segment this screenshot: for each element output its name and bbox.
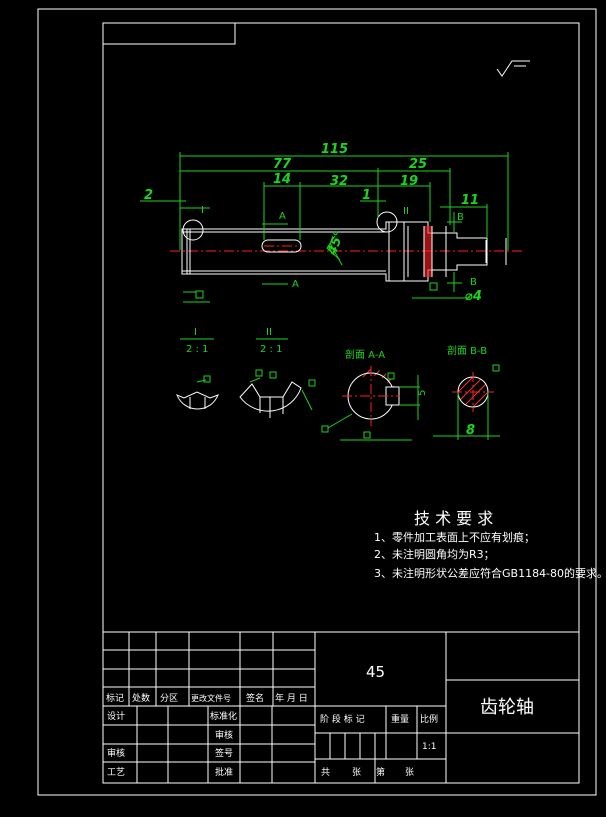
svg-text:2 : 1: 2 : 1 xyxy=(260,344,282,355)
sheet-num-label: 第 xyxy=(376,766,385,778)
dim-11: 11 xyxy=(461,193,479,208)
svg-text:剖面 A-A: 剖面 A-A xyxy=(345,348,385,361)
dim-115: 115 xyxy=(321,142,348,157)
svg-text:剖面 B-B: 剖面 B-B xyxy=(447,344,487,357)
dim-2: 2 xyxy=(144,188,153,203)
marker-section-A-top: A xyxy=(279,211,286,222)
section-view-A-A: 剖面 A-A 5 xyxy=(321,348,428,441)
tech-req-item-3: 3、未注明形状公差应符合GB1184-80的要求。 xyxy=(374,566,606,580)
label-signno: 签号 xyxy=(215,747,233,759)
marker-section-A-bottom: A xyxy=(292,279,299,290)
marker-section-B-bottom: B xyxy=(470,277,477,288)
shaft-main-view xyxy=(170,211,522,282)
dim-angle-45: 45° xyxy=(325,229,348,258)
role-design: 设计 xyxy=(107,710,125,722)
label-standardization: 标准化 xyxy=(210,710,237,722)
label-approve: 批准 xyxy=(215,766,233,778)
sheet-unit2-label: 张 xyxy=(405,767,414,778)
dimension-lines xyxy=(140,152,509,299)
role-process: 工艺 xyxy=(107,767,125,778)
material-value: 45 xyxy=(366,663,385,681)
sheet-unit-label: 张 xyxy=(352,767,361,778)
surface-roughness-icon xyxy=(496,60,530,77)
part-name: 齿轮轴 xyxy=(480,697,534,718)
dim-1: 1 xyxy=(362,188,371,203)
role-review: 审核 xyxy=(107,747,125,759)
marker-detail-I: I xyxy=(201,205,204,216)
marker-section-B-top: B xyxy=(457,212,464,223)
detail-view-I: I 2 : 1 xyxy=(176,327,219,410)
dim-diameter-4: ⌀4 xyxy=(465,289,482,304)
dim-25: 25 xyxy=(409,157,427,172)
dim-8: 8 xyxy=(466,423,475,438)
marker-detail-II: II xyxy=(403,206,409,217)
svg-text:2 : 1: 2 : 1 xyxy=(186,344,208,355)
dim-5: 5 xyxy=(417,390,428,396)
rev-header-sign: 签名 xyxy=(246,692,264,704)
title-block xyxy=(102,631,580,784)
tech-req-item-1: 1、零件加工表面上不应有划痕； xyxy=(374,530,535,544)
svg-text:II: II xyxy=(266,327,272,338)
label-stage: 阶 段 标 记 xyxy=(320,713,365,725)
scale-value: 1:1 xyxy=(422,742,436,752)
outer-frame xyxy=(37,8,597,796)
dim-14: 14 xyxy=(273,172,291,187)
tech-req-title: 技 术 要 求 xyxy=(414,509,493,528)
rev-header-date: 年 月 日 xyxy=(275,692,308,704)
label-review-mid: 审核 xyxy=(215,729,233,741)
technical-requirements: 技 术 要 求 1、零件加工表面上不应有划痕； 2、未注明圆角均为R3； 3、未… xyxy=(374,509,606,580)
dim-77: 77 xyxy=(273,157,292,172)
label-weight: 重量 xyxy=(391,713,409,725)
rev-header-docno: 更改文件号 xyxy=(191,693,231,703)
dim-19: 19 xyxy=(400,174,418,189)
section-view-B-B: 剖面 B-B 8 xyxy=(433,344,500,440)
tech-req-item-2: 2、未注明圆角均为R3； xyxy=(374,547,495,561)
corner-label-box xyxy=(102,22,236,45)
detail-view-II: II 2 : 1 xyxy=(239,327,316,418)
rev-header-count: 处数 xyxy=(132,692,150,704)
label-scale: 比例 xyxy=(420,713,438,725)
sheet-total-label: 共 xyxy=(321,767,330,778)
svg-text:I: I xyxy=(194,327,197,338)
tolerance-boxes xyxy=(183,282,438,303)
dim-32: 32 xyxy=(330,174,348,189)
rev-header-mark: 标记 xyxy=(106,692,124,704)
rev-header-zone: 分区 xyxy=(160,693,178,704)
